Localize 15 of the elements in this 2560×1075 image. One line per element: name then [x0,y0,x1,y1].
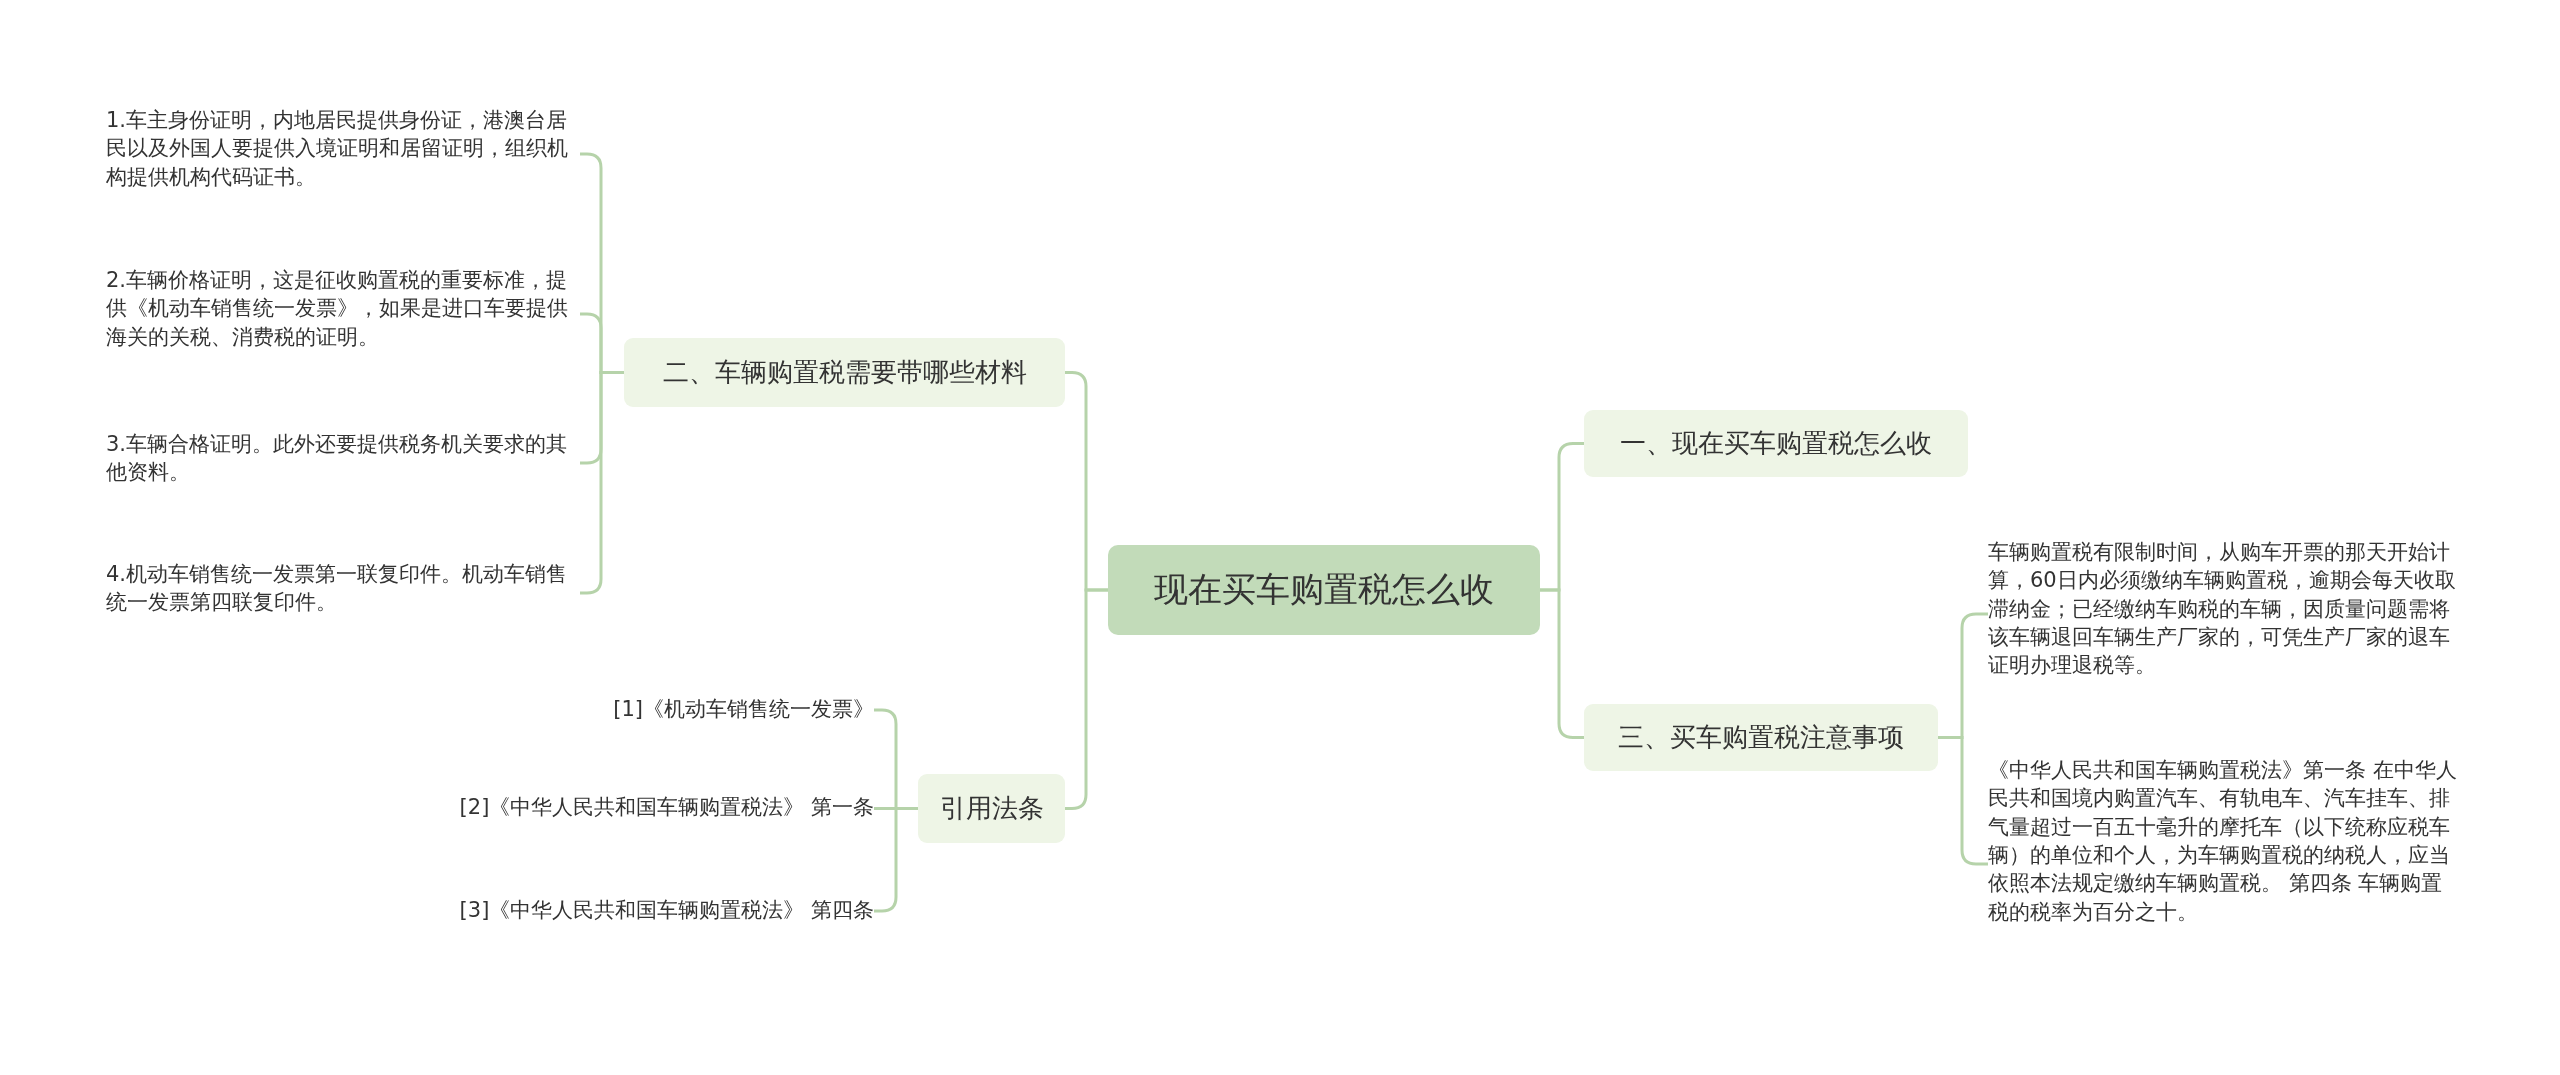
branch-topic-box: 一、现在买车购置税怎么收 [1584,410,1968,477]
central-topic-box: 现在买车购置税怎么收 [1108,545,1540,635]
note-text: 1.车主身份证明，内地居民提供身份证，港澳台居民以及外国人要提供入境证明和居留证明，组织机构提供机构代码证书。 [106,106,580,202]
branch-topic-box: 引用法条 [918,774,1065,843]
citation-text: [3]《中华人民共和国车辆购置税法》 第四条 [380,896,874,926]
note-text: 《中华人民共和国车辆购置税法》第一条 在中华人民共和国境内购置汽车、有轨电车、汽车挂车、排气量超过一百五十毫升的摩托车（以下统称应税车辆）的单位和个人，为车辆购置税的纳税人，应当依照本法规定缴纳车辆购置税。 第四条 车辆购置税的税率为百分之十。 [1988,756,2458,972]
connector-line [1065,588,1108,810]
note-text: 3.车辆合格证明。此外还要提供税务机关要求的其他资料。 [106,430,580,496]
citation-text: [1]《机动车销售统一发票》 [430,695,874,725]
note-text: 4.机动车销售统一发票第一联复印件。机动车销售统一发票第四联复印件。 [106,560,580,626]
branch-topic-box: 三、买车购置税注意事项 [1584,704,1938,771]
note-text: 2.车辆价格证明，这是征收购置税的重要标准，提供《机动车销售统一发票》，如果是进口车要提供海关的关税、消费税的证明。 [106,266,580,362]
branch-topic-box: 二、车辆购置税需要带哪些材料 [624,338,1065,407]
citation-text: [2]《中华人民共和国车辆购置税法》 第一条 [380,793,874,823]
note-text: 车辆购置税有限制时间，从购车开票的那天开始计算，60日内必须缴纳车辆购置税，逾期会每天收取滞纳金；已经缴纳车购税的车辆，因质量问题需将该车辆退回车辆生产厂家的，可凭生产厂家的退车证明办理退税等。 [1988,538,2458,690]
